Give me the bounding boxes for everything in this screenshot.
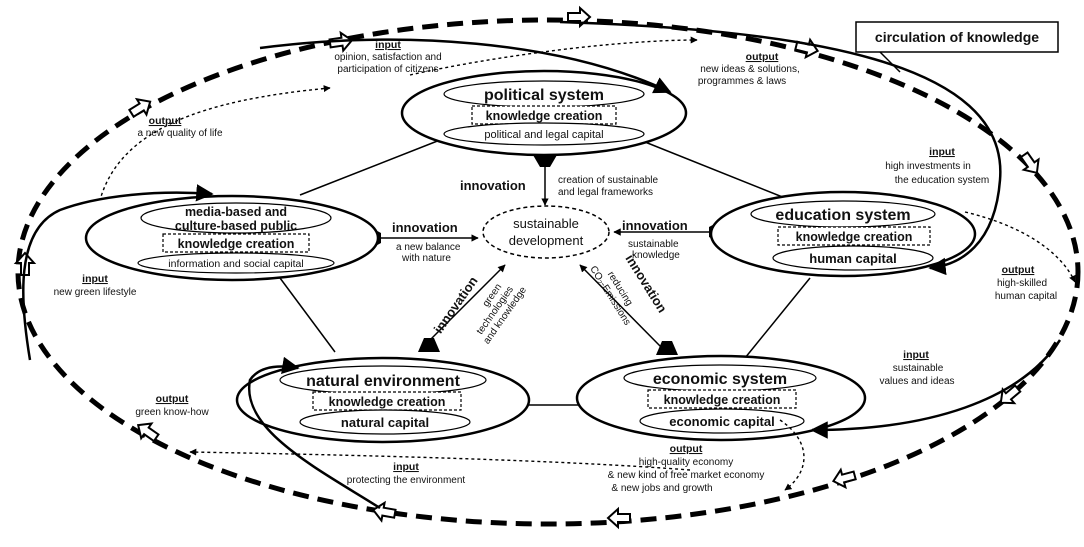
innovation-marker	[533, 155, 557, 167]
innovation-media-desc2: with nature	[401, 253, 451, 264]
media-kc: knowledge creation	[178, 237, 295, 251]
innovation-education-label: innovation	[622, 218, 688, 233]
center-label-1: sustainable	[513, 216, 579, 231]
center-label-2: development	[509, 233, 584, 248]
output-natural-line1: green know-how	[135, 407, 209, 418]
input-political-line1: opinion, satisfaction and	[334, 52, 441, 63]
output-education-line2: human capital	[995, 291, 1057, 302]
natural-kc: knowledge creation	[329, 395, 446, 409]
hollow-arrow-icon	[794, 37, 820, 60]
innovation-political-label: innovation	[460, 178, 526, 193]
economic-kc: knowledge creation	[664, 393, 781, 407]
output-natural-head: output	[156, 393, 189, 405]
media-capital: information and social capital	[168, 258, 303, 270]
input-education-line1: high investments in	[885, 161, 971, 172]
legend-box: circulation of knowledge	[855, 21, 1059, 73]
hollow-arrow-icon	[128, 97, 152, 119]
circulation-hollow-arrows	[13, 5, 1040, 530]
innovation-spokes	[378, 165, 712, 349]
innovation-economic-label: innovation	[622, 252, 670, 316]
input-natural-head: input	[393, 461, 419, 473]
sustainable-development-ellipse	[482, 205, 610, 259]
media-title-2: culture-based public	[175, 219, 297, 233]
flow-labels: input opinion, satisfaction and particip…	[54, 39, 1058, 494]
input-economic-line2: values and ideas	[879, 376, 954, 387]
hollow-arrow-icon	[831, 467, 857, 490]
input-education-line2: the education system	[895, 175, 990, 186]
political-title: political system	[484, 87, 604, 104]
output-education-head: output	[1002, 264, 1035, 276]
input-political-line2: participation of citizens	[337, 64, 438, 75]
output-media-head: output	[149, 115, 182, 127]
media-public-node: media-based and culture-based public kno…	[84, 194, 380, 282]
innovation-education-desc1: sustainable	[628, 239, 679, 250]
input-media-line1: new green lifestyle	[54, 287, 137, 298]
education-title: education system	[775, 207, 910, 224]
output-economic-line2: & new kind of free market economy	[608, 470, 765, 481]
innovation-marker	[418, 338, 440, 352]
input-economic-head: input	[903, 349, 929, 361]
innovation-natural-label: innovation	[431, 274, 481, 336]
innovation-political-desc1: creation of sustainable	[558, 175, 659, 186]
media-title-1: media-based and	[185, 205, 287, 219]
input-media-head: input	[82, 273, 108, 285]
input-natural-line1: protecting the environment	[347, 475, 466, 486]
output-media-line1: a new quality of life	[137, 128, 222, 139]
political-system-node: political system knowledge creation poli…	[400, 69, 688, 157]
innovation-marker	[656, 341, 678, 355]
output-political-line2: programmes & laws	[698, 76, 786, 87]
political-capital: political and legal capital	[484, 129, 603, 141]
output-education-line1: high-skilled	[997, 278, 1047, 289]
output-political-head: output	[746, 51, 779, 63]
input-economic-line1: sustainable	[893, 363, 944, 374]
innovation-labels: innovation creation of sustainable and l…	[392, 175, 688, 346]
subsystem-connectors	[279, 139, 811, 406]
input-flow-curves	[21, 20, 1062, 510]
output-flow-curves	[99, 36, 1076, 491]
natural-title: natural environment	[306, 373, 460, 390]
legend-label: circulation of knowledge	[875, 29, 1039, 45]
innovation-political-desc2: and legal frameworks	[558, 187, 653, 198]
hollow-arrow-icon	[136, 422, 160, 443]
hollow-arrow-icon	[567, 5, 592, 29]
input-education-head: input	[929, 146, 955, 158]
output-political-line1: new ideas & solutions,	[700, 64, 800, 75]
output-economic-line1: high-quality economy	[639, 457, 734, 468]
economic-system-node: economic system knowledge creation econo…	[575, 354, 867, 442]
hollow-arrow-icon	[999, 384, 1022, 405]
innovation-education-desc2: knowledge	[632, 250, 680, 261]
hollow-arrow-icon	[1019, 151, 1040, 175]
education-capital: human capital	[809, 251, 896, 266]
innovation-media-label: innovation	[392, 220, 458, 235]
natural-environment-node: natural environment knowledge creation n…	[235, 356, 531, 444]
education-system-node: education system knowledge creation huma…	[709, 190, 977, 278]
education-kc: knowledge creation	[796, 230, 913, 244]
economic-capital: economic capital	[669, 414, 774, 429]
input-political-head: input	[375, 39, 401, 51]
output-economic-head: output	[670, 443, 703, 455]
natural-capital: natural capital	[341, 415, 429, 430]
economic-title: economic system	[653, 371, 787, 388]
output-economic-line3: & new jobs and growth	[611, 483, 712, 494]
outer-circulation-ellipse	[15, 17, 1081, 527]
innovation-media-desc1: a new balance	[396, 242, 461, 253]
hollow-arrow-icon	[606, 506, 631, 530]
political-kc: knowledge creation	[486, 109, 603, 123]
